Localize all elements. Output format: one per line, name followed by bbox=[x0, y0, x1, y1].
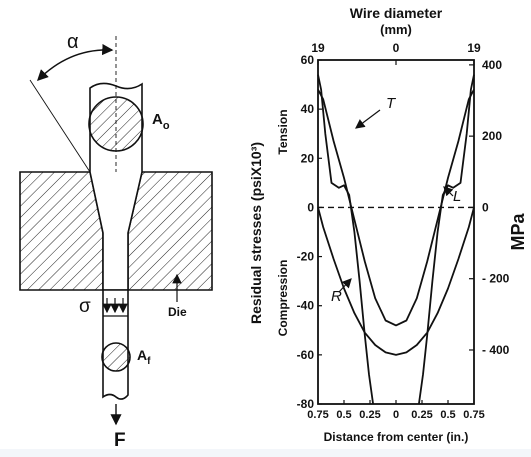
y-tick-group: 60 40 20 0 -20 -40 -60 -80 bbox=[297, 53, 322, 411]
x-tick-label: 0.5 bbox=[336, 409, 351, 421]
y-tick-label: 40 bbox=[301, 102, 315, 116]
right-tick-label: 200 bbox=[482, 129, 502, 143]
y-tick-label: -40 bbox=[297, 299, 315, 313]
x-tick-label: 0 bbox=[393, 409, 399, 421]
series-curve-t bbox=[317, 89, 475, 327]
sigma-label: σ bbox=[79, 296, 91, 317]
compression-zone-label: Compression bbox=[276, 260, 290, 337]
x-tick-label: 0.25 bbox=[359, 409, 380, 421]
tension-zone-label: Tension bbox=[276, 109, 290, 154]
top-tick-label: 0 bbox=[393, 41, 400, 55]
annotation-r-pointer bbox=[338, 278, 352, 293]
annotation-l: L bbox=[453, 188, 461, 205]
annotation-l-pointer bbox=[443, 186, 454, 197]
die-block-right bbox=[127, 171, 213, 291]
annotation-t-pointer bbox=[355, 109, 381, 129]
x-tick-label: 0.75 bbox=[307, 409, 328, 421]
series-curve-r bbox=[317, 207, 475, 356]
plot-frame bbox=[317, 59, 475, 405]
annotation-r: R bbox=[331, 288, 342, 305]
y-tick-label: -60 bbox=[297, 348, 315, 362]
force-label: F bbox=[114, 430, 126, 450]
die-angle-arc bbox=[37, 43, 114, 81]
right-tick-label: 0 bbox=[482, 200, 489, 214]
right-tick-label: - 400 bbox=[482, 343, 510, 357]
series-group bbox=[317, 74, 475, 405]
top-tick-group: 19 0 19 bbox=[311, 41, 481, 65]
x-axis-label: Distance from center (in.) bbox=[324, 430, 469, 444]
right-tick-label: - 200 bbox=[482, 272, 510, 286]
x-tick-label: 0.75 bbox=[463, 409, 484, 421]
chart-title: Wire diameter bbox=[350, 5, 443, 21]
y-tick-label: 20 bbox=[301, 151, 315, 165]
die-label: Die bbox=[168, 305, 187, 319]
right-axis-label: MPa bbox=[508, 213, 528, 251]
chart-title-unit: (mm) bbox=[380, 22, 412, 37]
alpha-label: α bbox=[67, 31, 79, 53]
top-tick-label: 19 bbox=[467, 41, 481, 55]
y-tick-label: 60 bbox=[301, 53, 315, 67]
top-tick-label: 19 bbox=[311, 41, 325, 55]
y-tick-label: 0 bbox=[307, 200, 314, 214]
y-tick-label: -20 bbox=[297, 250, 315, 264]
right-tick-group: 400 200 0 - 200 - 400 bbox=[469, 58, 510, 357]
bottom-strip bbox=[0, 449, 531, 457]
y-axis-label: Residual stresses (psiX10³) bbox=[248, 142, 264, 324]
x-tick-group: 0.75 0.5 0.25 0 0.25 0.5 0.75 bbox=[307, 400, 485, 421]
x-tick-label: 0.25 bbox=[411, 409, 432, 421]
y-tick-label: -80 bbox=[297, 397, 315, 411]
x-tick-label: 0.5 bbox=[440, 409, 455, 421]
wire-drawing-diagram: α Ao Af σ Die F bbox=[19, 31, 213, 450]
right-tick-label: 400 bbox=[482, 58, 502, 72]
die-angle-line bbox=[29, 79, 91, 173]
die-block bbox=[19, 171, 104, 291]
annotation-t: T bbox=[386, 95, 397, 112]
final-cross-section bbox=[101, 342, 131, 372]
final-area-label: Af bbox=[137, 347, 151, 367]
initial-area-label: Ao bbox=[152, 111, 170, 132]
